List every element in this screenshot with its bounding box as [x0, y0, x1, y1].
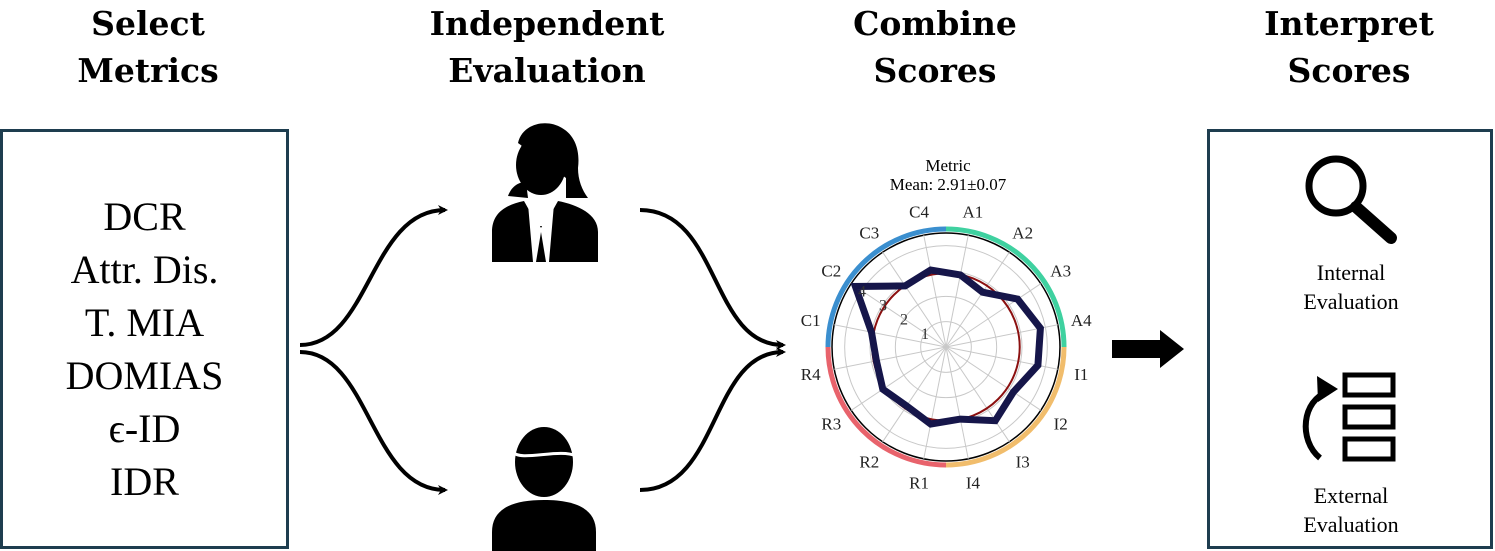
radar-group-band: [945, 226, 1067, 348]
radar-spoke: [834, 346, 947, 370]
woman-evaluator-icon: [492, 123, 598, 262]
radar-spoke: [882, 251, 947, 348]
caption-line: External: [1313, 483, 1389, 508]
metric-item: DCR: [103, 194, 186, 239]
radar-category-label: C3: [859, 223, 879, 242]
radar-tick-label: 2: [900, 312, 908, 329]
radar-spoke: [882, 346, 947, 443]
heading-combine-scores: Combine Scores: [775, 0, 1095, 94]
radar-spoke: [923, 235, 947, 348]
radar-category-label: I3: [1016, 453, 1030, 472]
arrow-woman-to-chart: [639, 208, 786, 350]
heading-line: Evaluation: [448, 51, 646, 90]
arrow-man-to-chart: [639, 347, 786, 492]
radar-tick-label: 4: [858, 283, 866, 300]
arrow-to-man: [299, 350, 448, 495]
metric-list: DCR Attr. Dis. T. MIA DOMIAS ϵ-ID IDR: [3, 190, 286, 508]
man-evaluator-icon: [492, 427, 596, 551]
radar-spoke: [945, 346, 1010, 443]
interpret-box: Internal Evaluation External Evaluation: [1207, 129, 1493, 549]
radar-spoke: [945, 283, 1042, 348]
heading-line: Interpret: [1264, 4, 1434, 43]
metric-item: IDR: [110, 459, 179, 504]
radar-grid-ring: [894, 295, 998, 399]
caption-line: Evaluation: [1303, 512, 1399, 537]
radar-spoke: [834, 324, 947, 348]
radar-spokes: [834, 235, 1058, 459]
radar-tick-label: 3: [879, 298, 887, 315]
heading-line: Metrics: [77, 51, 219, 90]
caption-line: Internal: [1316, 260, 1386, 285]
radar-outer-ring: [831, 232, 1061, 462]
radar-series-line: [850, 266, 1044, 428]
radar-category-label: R2: [859, 453, 879, 472]
caption-line: Evaluation: [1303, 289, 1399, 314]
heading-select-metrics: Select Metrics: [0, 0, 308, 94]
heading-line: Scores: [873, 51, 997, 90]
radar-spoke: [945, 346, 969, 459]
radar-grid-ring: [920, 321, 972, 373]
heading-line: Scores: [1287, 51, 1411, 90]
metric-item: ϵ-ID: [108, 406, 181, 451]
chart-subtitle: Mean: 2.91±0.07: [890, 175, 1007, 194]
radar-grid-ring: [844, 245, 1048, 449]
radar-category-label: C4: [909, 203, 929, 222]
right-arrow-icon: [1112, 330, 1184, 368]
heading-line: Combine: [853, 4, 1017, 43]
radar-category-label: R4: [801, 365, 821, 384]
radar-group-band: [945, 346, 1067, 468]
radar-category-label: A3: [1050, 261, 1071, 280]
arrow-to-woman: [299, 205, 448, 347]
radar-category-label: R1: [909, 473, 929, 492]
radar-category-label: I2: [1054, 415, 1068, 434]
internal-evaluation-caption: Internal Evaluation: [1251, 258, 1451, 316]
flow-arrows: [299, 205, 786, 495]
chart-title: Metric: [925, 156, 971, 175]
radar-category-label: C1: [801, 311, 821, 330]
ranking-icon: [1302, 372, 1396, 462]
radar-category-label: I1: [1074, 365, 1088, 384]
heading-interpret-scores: Interpret Scores: [1189, 0, 1495, 94]
metrics-box: DCR Attr. Dis. T. MIA DOMIAS ϵ-ID IDR: [0, 129, 289, 549]
radar-group-band: [825, 226, 947, 348]
radar-category-label: C2: [821, 261, 841, 280]
radar-category-label: A2: [1012, 223, 1033, 242]
radar-spoke: [945, 346, 1042, 411]
radar-tick-label: 1: [921, 326, 929, 343]
heading-independent-evaluation: Independent Evaluation: [387, 0, 707, 94]
metric-item: DOMIAS: [65, 353, 224, 398]
radar-spoke: [850, 346, 947, 411]
radar-category-label: R3: [821, 415, 841, 434]
metric-item: Attr. Dis.: [70, 247, 219, 292]
heading-line: Independent: [429, 4, 665, 43]
radar-spoke: [923, 346, 947, 459]
metric-item: T. MIA: [84, 300, 205, 345]
radar-category-label: A4: [1071, 311, 1092, 330]
radar-category-label: I4: [966, 473, 981, 492]
external-evaluation-caption: External Evaluation: [1251, 481, 1451, 539]
radar-group-band: [825, 346, 947, 468]
radar-series: [850, 266, 1044, 428]
radar-group-bands: [825, 226, 1067, 468]
heading-line: Select: [91, 4, 205, 43]
radar-spoke: [945, 251, 1010, 348]
magnifier-icon: [1305, 155, 1397, 244]
radar-category-label: A1: [963, 203, 984, 222]
radar-spoke: [945, 235, 969, 348]
radar-spoke: [850, 283, 947, 348]
